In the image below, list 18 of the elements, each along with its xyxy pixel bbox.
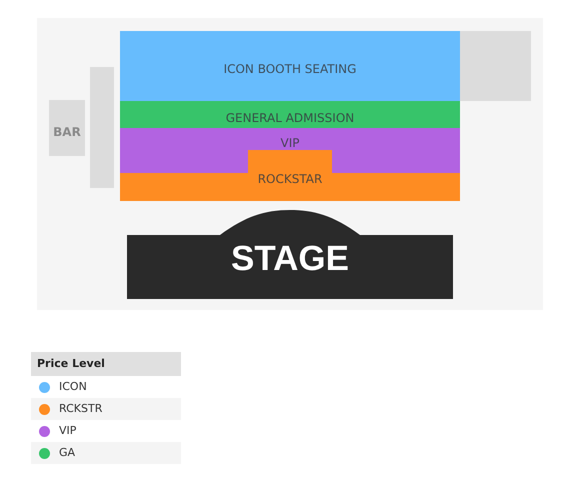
- legend-heading: Price Level: [31, 352, 181, 376]
- bar-area: [49, 100, 85, 156]
- legend-label: GA: [59, 446, 76, 460]
- section-label: GENERAL ADMISSION: [226, 111, 354, 125]
- seating-section: [120, 101, 460, 128]
- section-label: ICON BOOTH SEATING: [224, 62, 356, 76]
- legend-label: VIP: [59, 424, 76, 438]
- stage-shape: [127, 210, 453, 299]
- seating-section: [120, 150, 460, 201]
- legend-label: RCKSTR: [59, 402, 102, 416]
- section-label: VIP: [280, 136, 300, 150]
- empty-block: [90, 67, 114, 188]
- seating-section: [120, 31, 460, 101]
- stage-label: STAGE: [231, 238, 349, 280]
- seating-section: [120, 128, 460, 173]
- bar-label: BAR: [53, 125, 81, 139]
- section-label: ROCKSTAR: [258, 172, 322, 186]
- legend-label: ICON: [59, 380, 87, 394]
